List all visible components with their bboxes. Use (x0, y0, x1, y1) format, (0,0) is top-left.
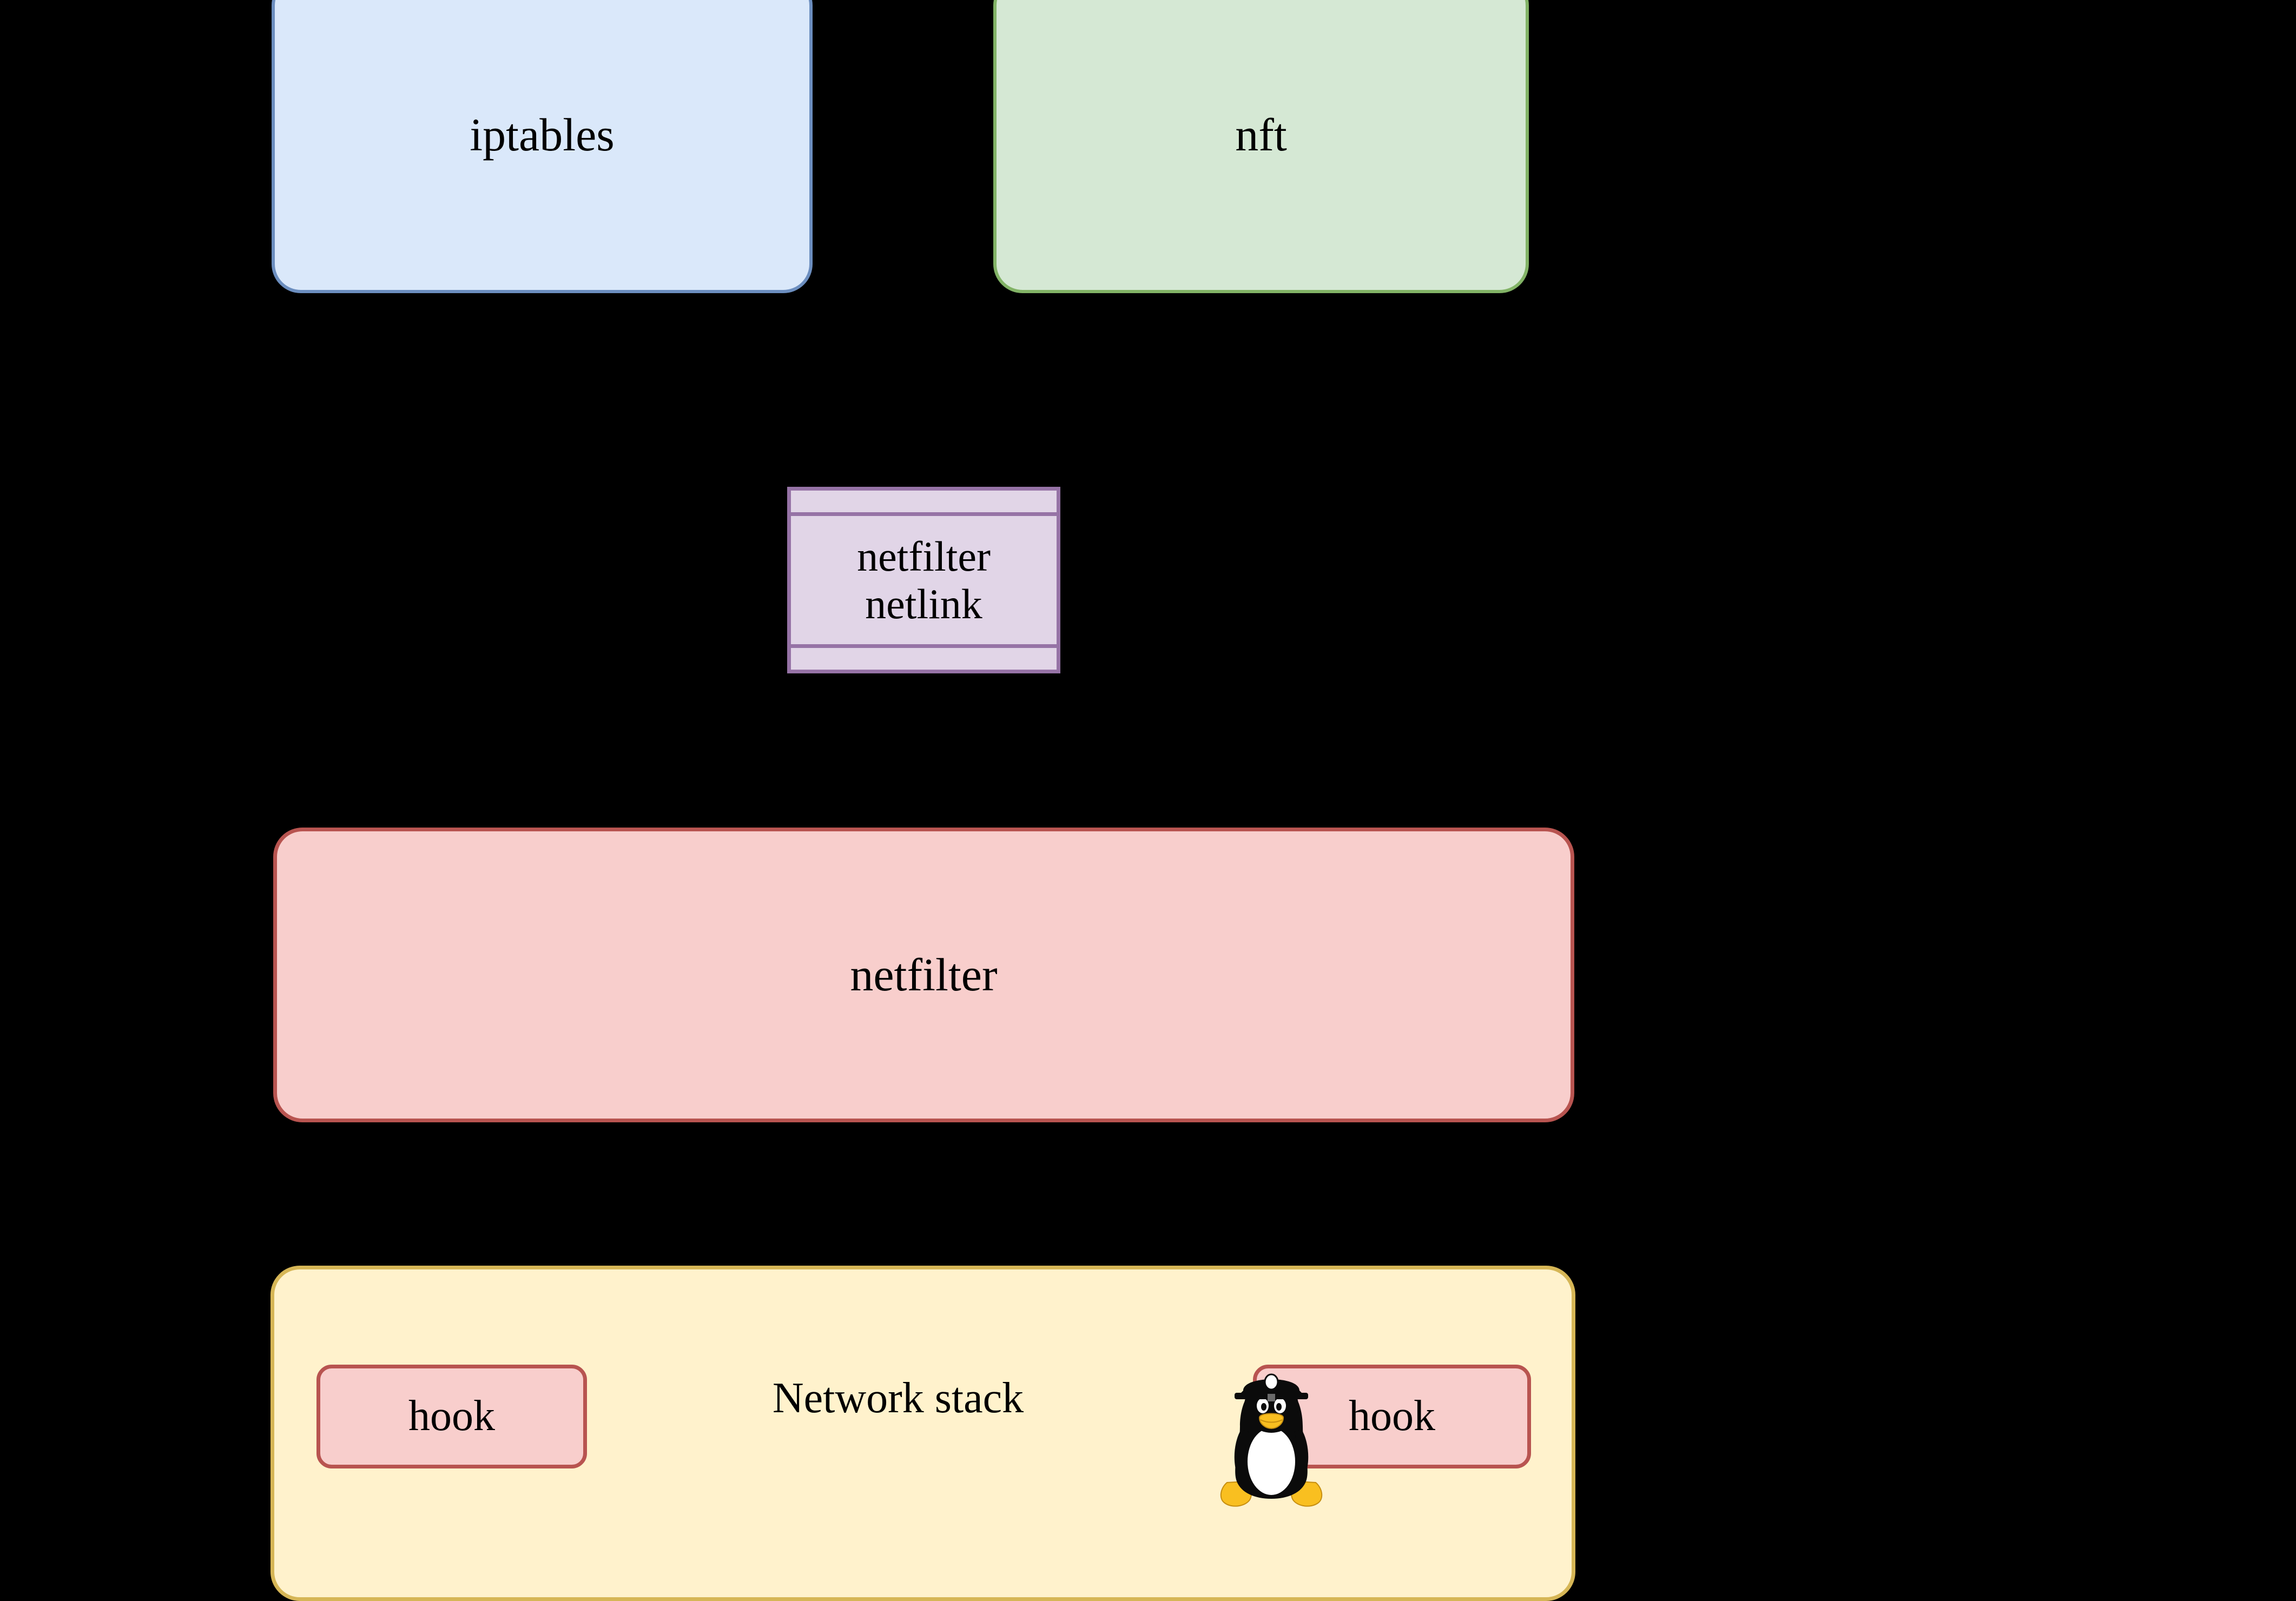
stack-divider-top (791, 512, 1057, 516)
node-iptables[interactable]: iptables (272, 0, 813, 293)
node-netfilter-netlink[interactable]: netfilter netlink (787, 487, 1060, 673)
node-netfilter-label: netfilter (850, 949, 998, 1001)
node-network-stack-label: Network stack (772, 1374, 1024, 1422)
edge-iptables-to-netlink (539, 295, 895, 486)
node-nft-label: nft (1235, 108, 1287, 161)
linux-tux-penguin-icon (1220, 1373, 1323, 1507)
node-hook-left[interactable]: hook (316, 1365, 587, 1468)
node-hook-right-label: hook (1349, 1392, 1435, 1440)
node-nft[interactable]: nft (993, 0, 1529, 293)
diagram-canvas: iptables nft netfilter netlink netfilter… (270, 0, 1575, 1601)
node-iptables-label: iptables (470, 108, 615, 161)
edge-nft-to-netlink (955, 295, 1263, 486)
stack-divider-bottom (791, 644, 1057, 648)
node-netfilter-netlink-label: netfilter netlink (857, 533, 991, 627)
node-netfilter[interactable]: netfilter (273, 828, 1574, 1122)
node-hook-left-label: hook (408, 1392, 495, 1440)
